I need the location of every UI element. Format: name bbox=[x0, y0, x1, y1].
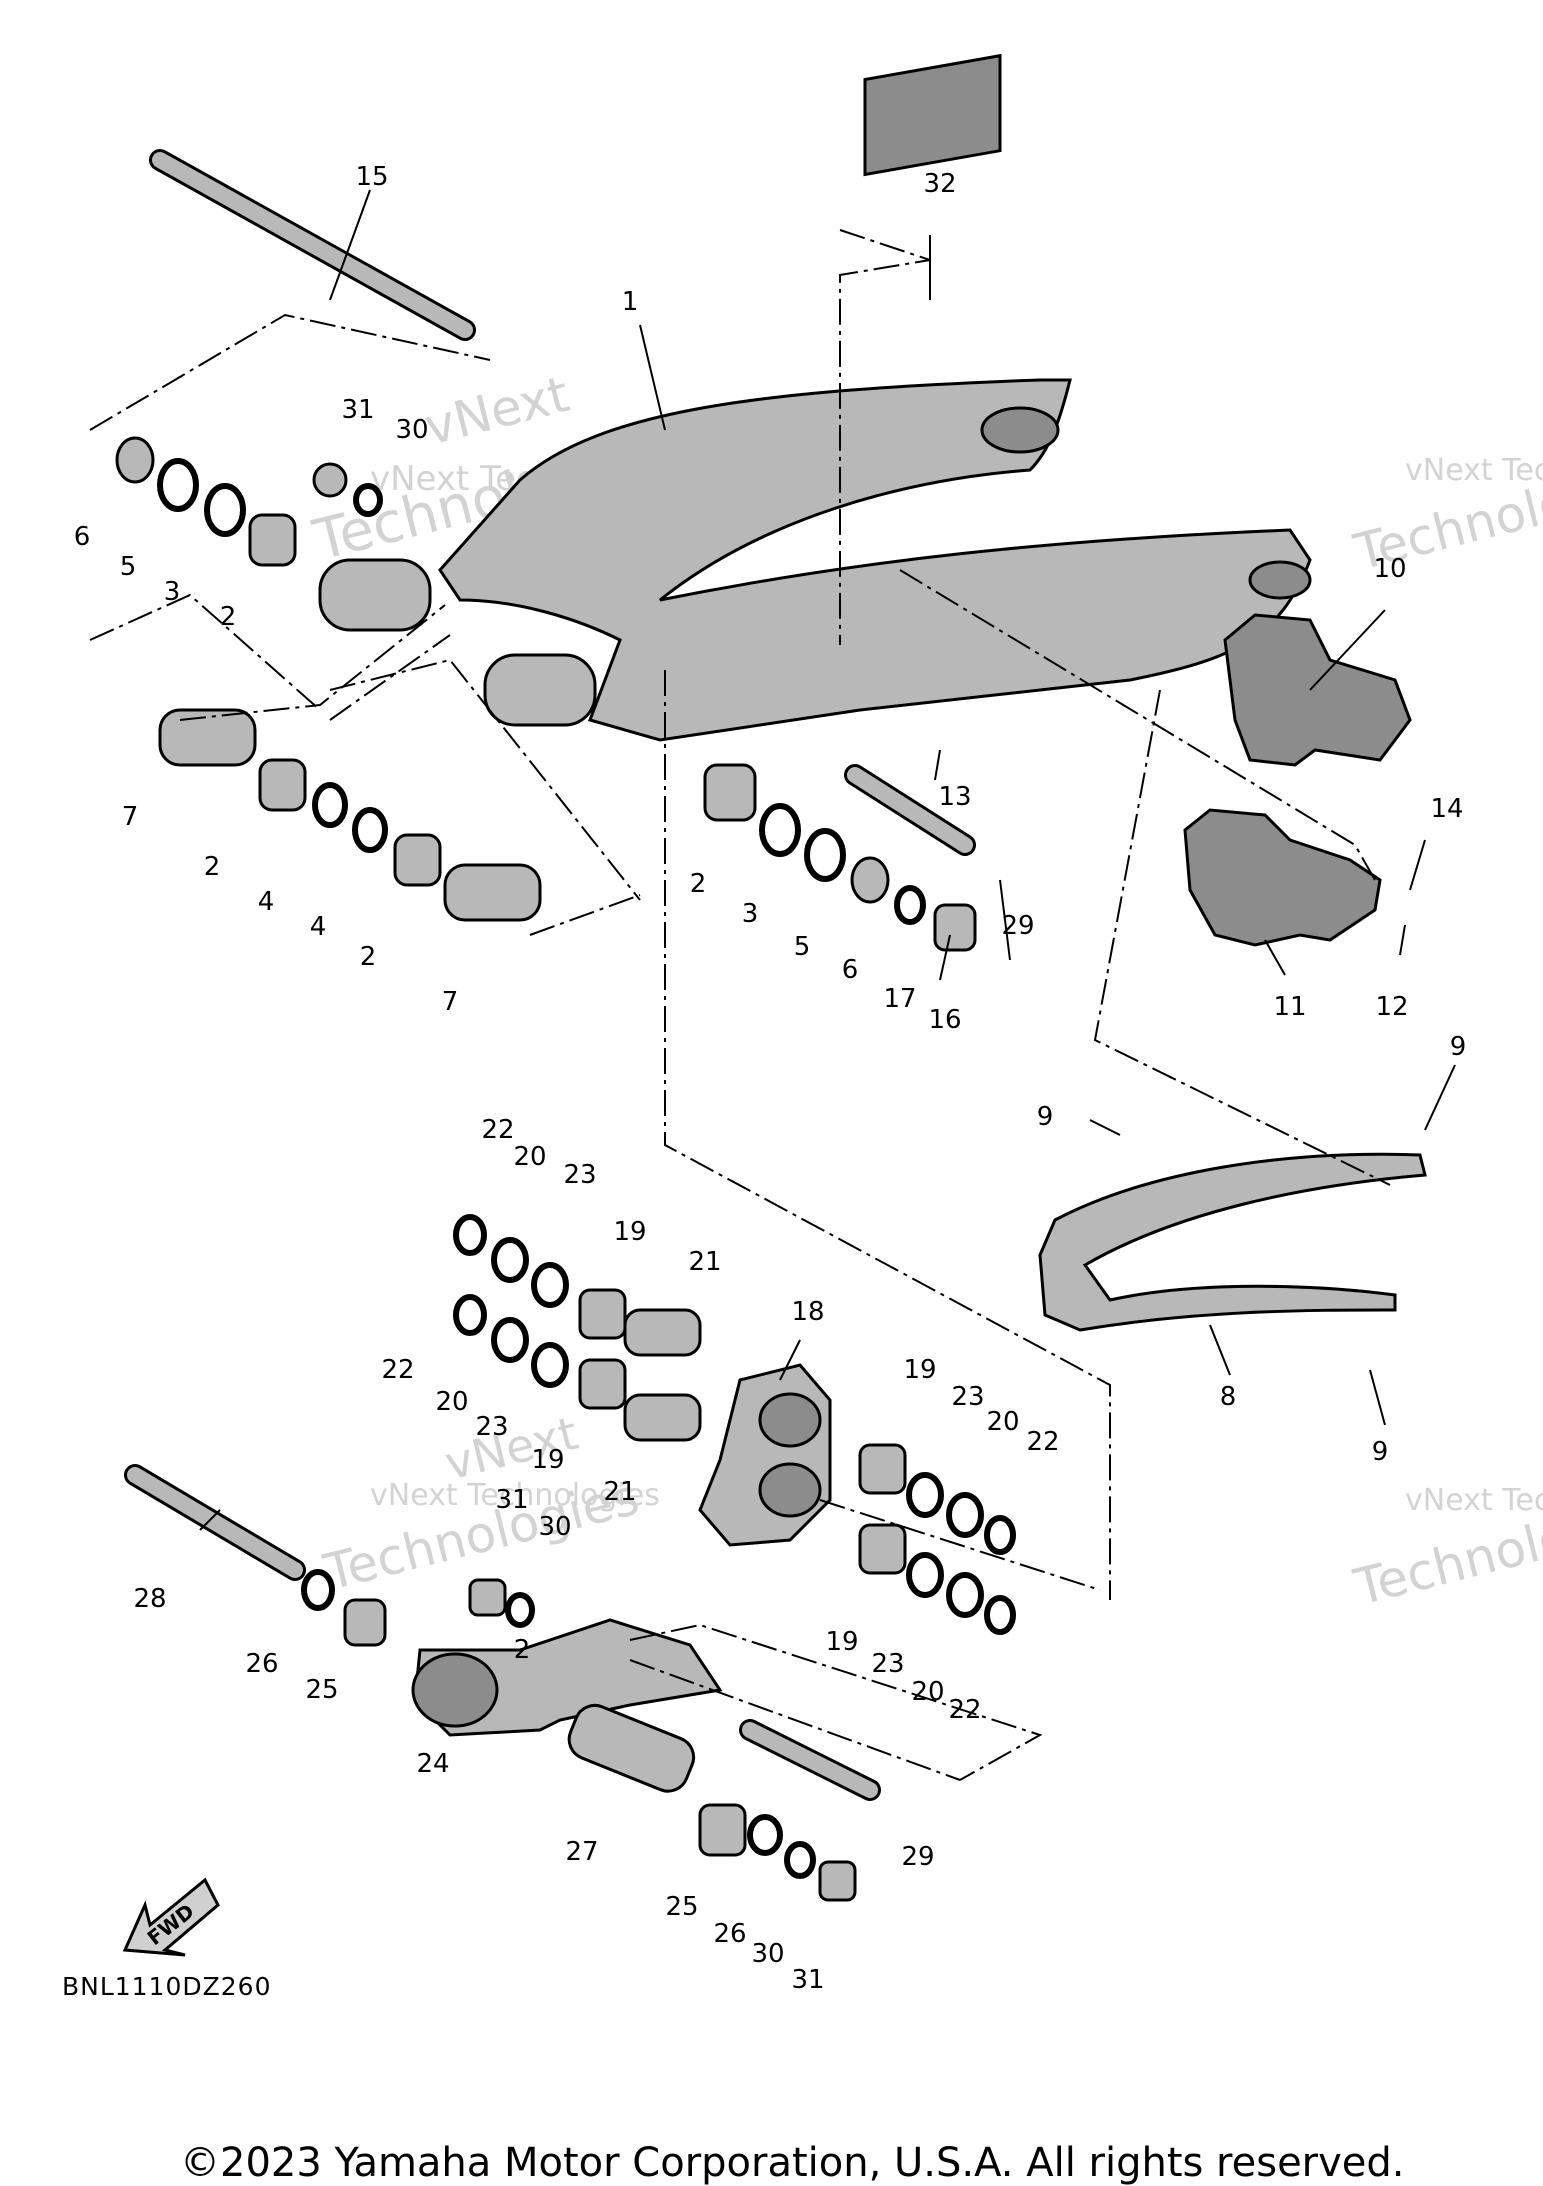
callout: 9 bbox=[1037, 1102, 1054, 1132]
callout: 32 bbox=[923, 169, 956, 199]
callout: 10 bbox=[1373, 554, 1406, 584]
callout: 18 bbox=[791, 1297, 824, 1327]
diagram-code: BNL1110DZ260 bbox=[62, 1972, 272, 2001]
callout: 29 bbox=[1001, 911, 1034, 941]
callout: 30 bbox=[538, 1512, 571, 1542]
callout: 8 bbox=[1220, 1382, 1237, 1412]
callout: 19 bbox=[903, 1355, 936, 1385]
callout: 2 bbox=[204, 852, 221, 882]
callout: 28 bbox=[133, 1584, 166, 1614]
callout: 22 bbox=[948, 1695, 981, 1725]
callout: 1 bbox=[622, 287, 639, 317]
callout: 12 bbox=[1375, 992, 1408, 1022]
callout: 2 bbox=[220, 602, 237, 632]
chain-slider bbox=[1038, 1152, 1427, 1332]
callout: 31 bbox=[791, 1965, 824, 1995]
watermark-text: vNext Technologies bbox=[1405, 1483, 1543, 1518]
callout: 25 bbox=[665, 1892, 698, 1922]
callout-labels: 1 2 2 2 2 2 3 3 4 4 5 5 6 6 7 7 8 9 9 9 … bbox=[74, 162, 1467, 1995]
callout: 6 bbox=[74, 522, 91, 552]
callout: 26 bbox=[713, 1919, 746, 1949]
callout: 25 bbox=[305, 1675, 338, 1705]
relay-arm bbox=[453, 1214, 1016, 1635]
callout: 26 bbox=[245, 1649, 278, 1679]
callout: 7 bbox=[122, 802, 139, 832]
bearings bbox=[115, 436, 977, 952]
callout: 5 bbox=[120, 552, 137, 582]
callout: 23 bbox=[563, 1160, 596, 1190]
callout: 31 bbox=[341, 395, 374, 425]
fwd-arrow: FWD bbox=[122, 1877, 220, 1957]
axle-15 bbox=[149, 149, 476, 341]
callout: 23 bbox=[475, 1412, 508, 1442]
callout: 14 bbox=[1430, 794, 1463, 824]
callout: 29 bbox=[901, 1842, 934, 1872]
watermark-text: vNext bbox=[419, 365, 575, 457]
callout: 11 bbox=[1273, 992, 1306, 1022]
callout: 30 bbox=[751, 1939, 784, 1969]
callout: 22 bbox=[381, 1355, 414, 1385]
callout: 22 bbox=[481, 1115, 514, 1145]
callout: 2 bbox=[360, 942, 377, 972]
callout: 9 bbox=[1372, 1437, 1389, 1467]
callout: 5 bbox=[794, 932, 811, 962]
callout: 20 bbox=[435, 1387, 468, 1417]
callout: 20 bbox=[911, 1677, 944, 1707]
callout: 30 bbox=[395, 415, 428, 445]
callout: 15 bbox=[355, 162, 388, 192]
callout: 23 bbox=[951, 1382, 984, 1412]
connecting-rod bbox=[124, 1464, 881, 1902]
swingarm bbox=[318, 378, 1312, 742]
callout: 13 bbox=[938, 782, 971, 812]
callout: 19 bbox=[825, 1627, 858, 1657]
callout: 19 bbox=[613, 1217, 646, 1247]
callout: 7 bbox=[442, 987, 459, 1017]
callout: 4 bbox=[310, 912, 327, 942]
callout: 3 bbox=[742, 899, 759, 929]
leader-lines bbox=[199, 189, 1456, 1531]
callout: 3 bbox=[164, 577, 181, 607]
chain-puller-11 bbox=[1183, 808, 1382, 947]
callout: 19 bbox=[531, 1445, 564, 1475]
watermark-text: vNext Technologies bbox=[370, 1478, 660, 1513]
callout: 23 bbox=[871, 1649, 904, 1679]
callout: 22 bbox=[1026, 1427, 1059, 1457]
callout: 2 bbox=[514, 1635, 531, 1665]
chain-puller-10 bbox=[1223, 613, 1412, 767]
callout: 31 bbox=[495, 1485, 528, 1515]
reference-lines bbox=[89, 229, 1391, 1781]
callout: 6 bbox=[842, 955, 859, 985]
callout: 4 bbox=[258, 887, 275, 917]
callout: 20 bbox=[513, 1142, 546, 1172]
copyright-notice: ©2023 Yamaha Motor Corporation, U.S.A. A… bbox=[180, 2140, 1405, 2186]
callout: 27 bbox=[565, 1837, 598, 1867]
callout: 20 bbox=[986, 1407, 1019, 1437]
callout: 17 bbox=[883, 984, 916, 1014]
callout: 2 bbox=[690, 869, 707, 899]
callout: 24 bbox=[416, 1749, 449, 1779]
callout: 16 bbox=[928, 1005, 961, 1035]
label-sticker bbox=[863, 53, 1002, 177]
callout: 21 bbox=[603, 1477, 636, 1507]
watermark-text: vNext Technologies bbox=[1405, 453, 1543, 488]
callout: 9 bbox=[1450, 1032, 1467, 1062]
callout: 21 bbox=[688, 1247, 721, 1277]
